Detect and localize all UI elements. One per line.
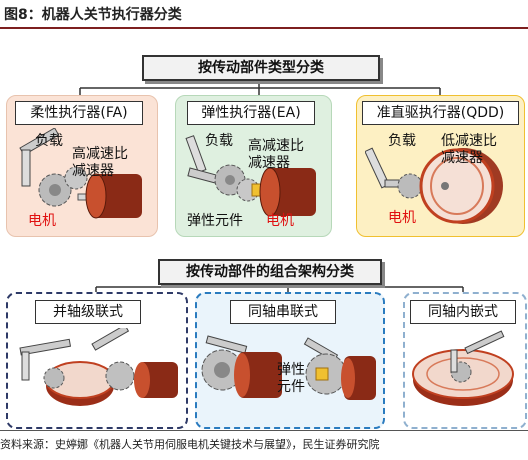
- qdd-motor-label: 电机: [388, 210, 416, 226]
- qdd-load-label: 负载: [388, 133, 416, 149]
- coaxial-elastic-line1: 弹性: [277, 362, 305, 378]
- source-rule: [0, 430, 528, 431]
- ea-motor-label: 电机: [266, 213, 294, 229]
- ea-reducer-line1: 高减速比: [248, 138, 304, 154]
- transmission-type-heading: 按传动部件类型分类: [142, 55, 380, 81]
- fa-reducer-line2: 减速器: [72, 163, 114, 179]
- qdd-reducer-line2: 减速器: [441, 150, 483, 166]
- fa-load-label: 负载: [35, 133, 63, 149]
- coaxial-series-label: 同轴串联式: [230, 300, 336, 324]
- coaxial-embedded-label: 同轴内嵌式: [410, 300, 516, 324]
- source-note: 资料来源：史婷娜《机器人关节用伺服电机关键技术与展望》，民生证券研究院: [0, 438, 380, 451]
- coaxial-elastic-line2: 元件: [277, 379, 305, 395]
- coaxial-series-illustration: [201, 335, 376, 400]
- title-rule: [0, 27, 528, 29]
- parallel-cascade-illustration: [19, 328, 178, 406]
- ea-load-label: 负载: [205, 133, 233, 149]
- ea-elastic-label: 弹性元件: [187, 213, 243, 229]
- fa-reducer-line1: 高减速比: [72, 146, 128, 162]
- fa-label: 柔性执行器(FA): [15, 101, 143, 125]
- coaxial-embedded-illustration: [412, 330, 514, 406]
- combination-architecture-heading: 按传动部件的组合架构分类: [158, 259, 382, 285]
- qdd-reducer-line1: 低减速比: [441, 133, 497, 149]
- qdd-actuator-illustration: [365, 147, 503, 224]
- ea-actuator-illustration: [185, 135, 316, 217]
- figure-title: 图8：机器人关节执行器分类: [4, 7, 182, 23]
- fa-actuator-illustration: [19, 128, 142, 219]
- ea-reducer-line2: 减速器: [248, 155, 290, 171]
- qdd-label: 准直驱执行器(QDD): [362, 101, 519, 125]
- fa-motor-label: 电机: [28, 213, 56, 229]
- parallel-cascade-label: 并轴级联式: [35, 300, 141, 324]
- ea-label: 弹性执行器(EA): [187, 101, 315, 125]
